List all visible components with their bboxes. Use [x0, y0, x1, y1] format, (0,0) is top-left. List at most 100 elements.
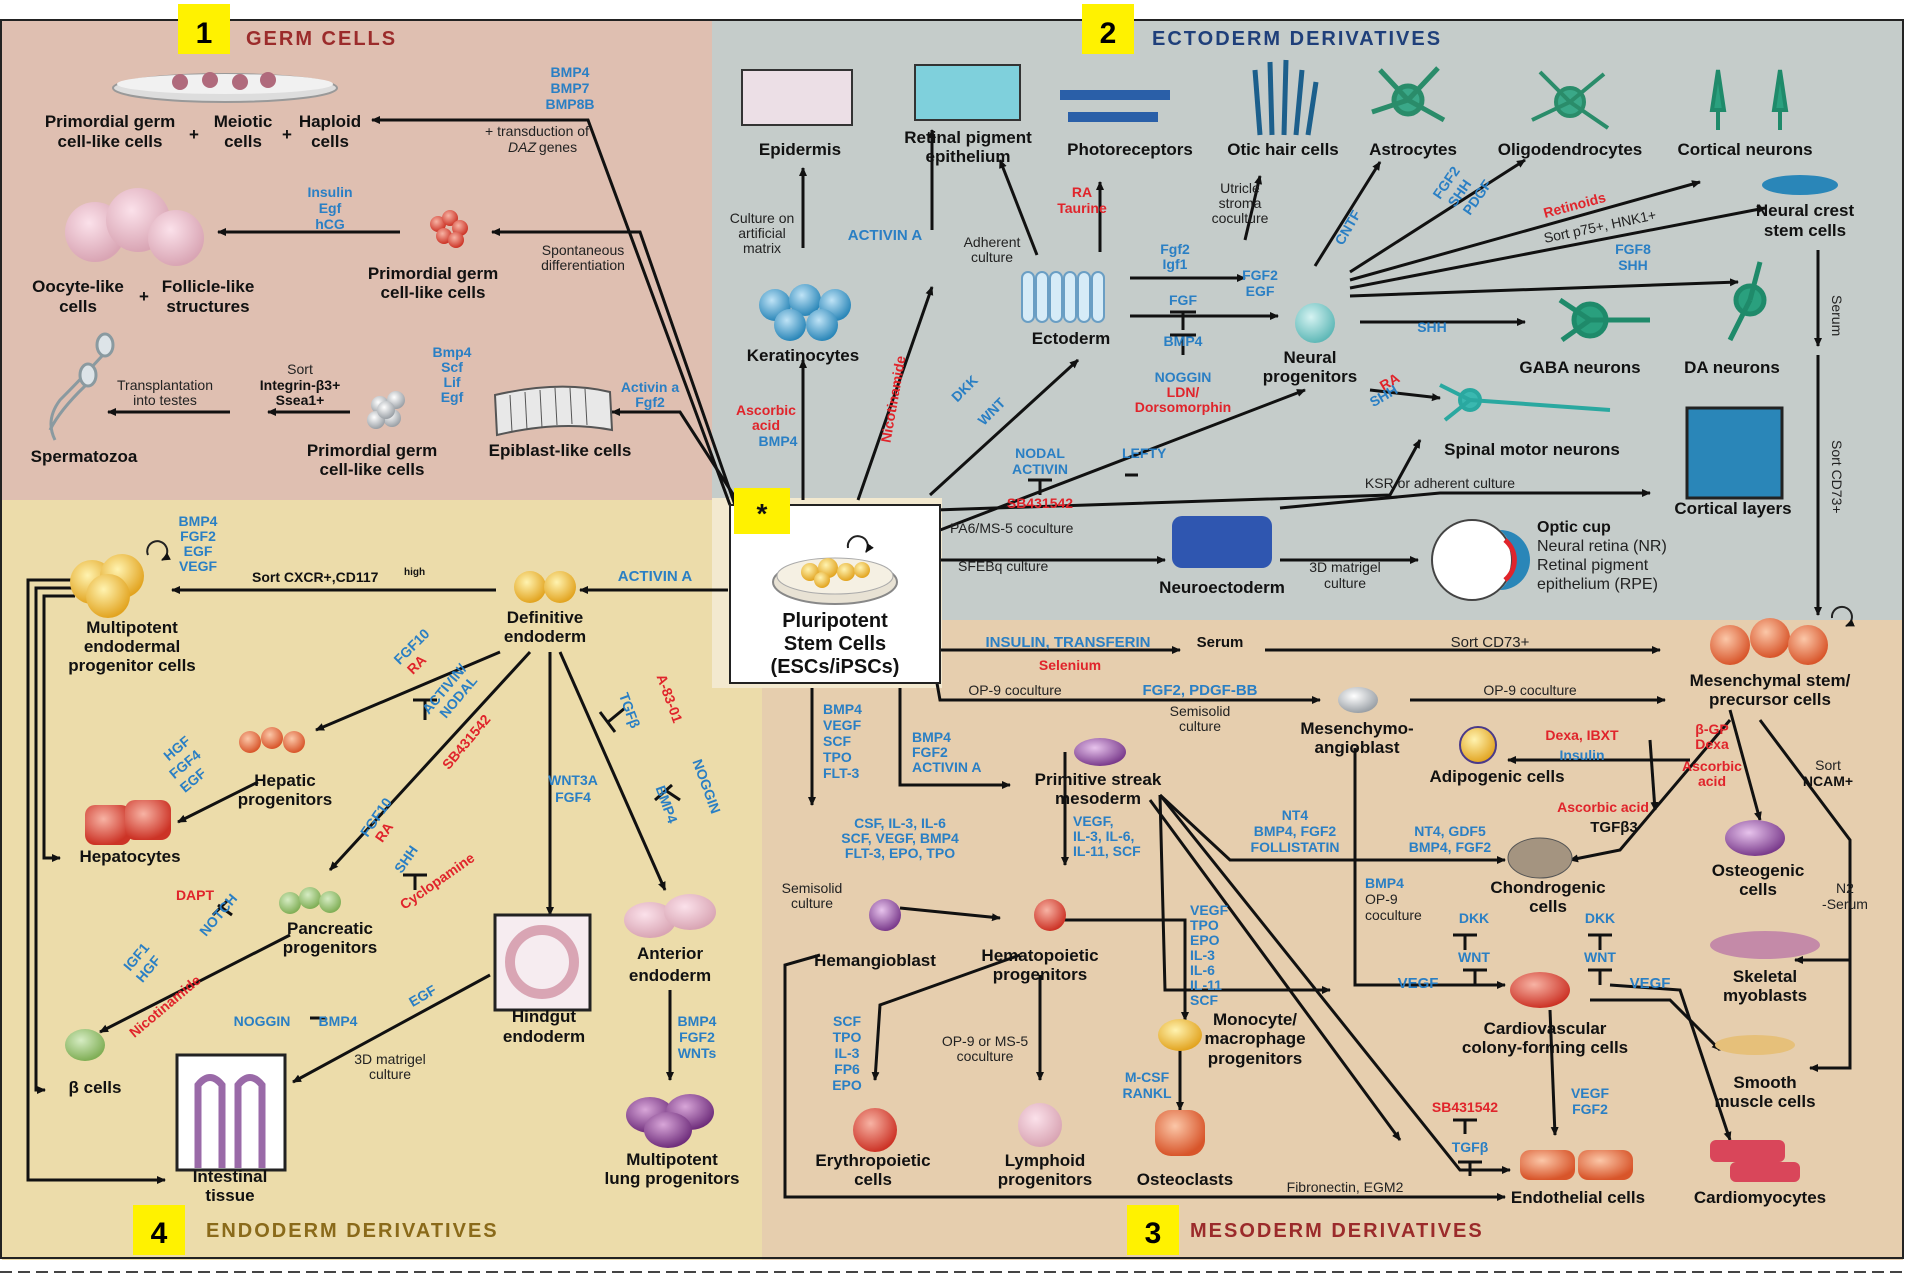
astrocyte-icon	[1371, 66, 1446, 123]
svg-text:FGF2, PDGF-BB: FGF2, PDGF-BB	[1143, 682, 1258, 699]
svg-text:TPO: TPO	[833, 1029, 862, 1045]
lymphoid-icon	[1018, 1103, 1062, 1147]
svg-text:culture: culture	[1179, 718, 1221, 734]
svg-text:stem cells: stem cells	[1764, 221, 1846, 240]
svg-text:NT4, GDF5: NT4, GDF5	[1414, 823, 1486, 839]
svg-text:Sort CD73+: Sort CD73+	[1829, 440, 1845, 514]
svg-text:acid: acid	[752, 417, 780, 433]
svg-text:matrix: matrix	[743, 240, 781, 256]
center-dish-icon	[729, 504, 941, 684]
svg-text:RA: RA	[1072, 184, 1092, 200]
optic-cup-labels: Optic cup Neural retina (NR) Retinal pig…	[1537, 519, 1667, 593]
rpe-icon	[914, 64, 1021, 121]
arrows	[26, 116, 1852, 1201]
svg-text:Ascorbic acid: Ascorbic acid	[1557, 799, 1649, 815]
svg-text:FGF2: FGF2	[180, 528, 216, 544]
spermatozoa-icon	[48, 332, 115, 441]
svg-text:N2: N2	[1836, 880, 1854, 896]
hepatocyte-icon	[85, 800, 171, 845]
svg-text:FGF2: FGF2	[1572, 1101, 1608, 1117]
svg-text:Cortical layers: Cortical layers	[1674, 499, 1791, 518]
svg-text:Follicle-like: Follicle-like	[162, 277, 255, 296]
svg-text:culture: culture	[791, 895, 833, 911]
svg-text:Fgf2: Fgf2	[635, 394, 665, 410]
svg-text:Primitive streak: Primitive streak	[1035, 770, 1162, 789]
intestinal-icon	[175, 1053, 287, 1172]
svg-text:SCF: SCF	[1190, 992, 1218, 1008]
svg-text:acid: acid	[1698, 773, 1726, 789]
svg-text:+: +	[282, 125, 292, 144]
svg-text:SB431542: SB431542	[1007, 495, 1073, 511]
svg-text:BMP4: BMP4	[759, 433, 798, 449]
svg-text:Meiotic: Meiotic	[214, 112, 273, 131]
ectoderm-icon	[1021, 271, 1105, 323]
svg-text:precursor cells: precursor cells	[1709, 690, 1831, 709]
svg-text:VEGF: VEGF	[1190, 902, 1229, 918]
svg-text:cells: cells	[311, 132, 349, 151]
svg-text:ACTIVIN A: ACTIVIN A	[848, 227, 923, 244]
svg-text:cells: cells	[1529, 897, 1567, 916]
svg-text:Osteogenic: Osteogenic	[1712, 861, 1805, 880]
svg-text:Semisolid: Semisolid	[782, 880, 843, 896]
svg-text:OP-9 or MS-5: OP-9 or MS-5	[942, 1033, 1029, 1049]
lung-progenitor-icon	[626, 1094, 714, 1148]
star-badge	[734, 488, 790, 534]
mesangioblast-icon	[1338, 687, 1378, 713]
svg-text:progenitors: progenitors	[1263, 367, 1357, 386]
svg-text:DA neurons: DA neurons	[1684, 358, 1780, 377]
svg-text:EGF: EGF	[1246, 283, 1275, 299]
svg-text:Retinal pigment: Retinal pigment	[1537, 557, 1649, 574]
skeletal-myoblast-icon	[1710, 931, 1820, 959]
svg-text:Pancreatic: Pancreatic	[287, 919, 373, 938]
svg-text:Primordial germ: Primordial germ	[45, 112, 175, 131]
svg-text:Endothelial cells: Endothelial cells	[1511, 1188, 1645, 1207]
svg-text:FP6: FP6	[834, 1061, 860, 1077]
optic-cup-icon	[1431, 519, 1530, 601]
svg-text:VEGF: VEGF	[179, 558, 218, 574]
svg-text:Bmp4: Bmp4	[433, 344, 472, 360]
svg-text:IL-11: IL-11	[1190, 977, 1222, 993]
svg-text:Neural retina (NR): Neural retina (NR)	[1537, 538, 1667, 555]
svg-text:Hematopoietic: Hematopoietic	[981, 946, 1098, 965]
hepatic-icon	[239, 727, 305, 753]
svg-text:Sort CD73+: Sort CD73+	[1451, 634, 1530, 651]
svg-text:Astrocytes: Astrocytes	[1369, 140, 1457, 159]
svg-text:M-CSF: M-CSF	[1125, 1069, 1170, 1085]
svg-text:Skeletal: Skeletal	[1733, 967, 1797, 986]
svg-text:Dexa: Dexa	[1695, 736, 1729, 752]
svg-text:Optic cup: Optic cup	[1537, 519, 1611, 536]
star-label: *	[757, 498, 768, 529]
svg-text:Osteoclasts: Osteoclasts	[1137, 1170, 1233, 1189]
svg-text:Ascorbic: Ascorbic	[1682, 758, 1742, 774]
svg-text:Erythropoietic: Erythropoietic	[815, 1151, 930, 1170]
oligodendrocyte-icon	[1531, 70, 1610, 130]
svg-text:progenitors: progenitors	[993, 965, 1087, 984]
svg-text:coculture: coculture	[957, 1048, 1014, 1064]
svg-text:Scf: Scf	[441, 359, 463, 375]
svg-text:coculture: coculture	[1212, 210, 1269, 226]
keratinocyte-icon	[759, 284, 851, 341]
svg-text:myoblasts: myoblasts	[1723, 986, 1807, 1005]
cortical-neuron-icon	[1709, 69, 1789, 130]
cardiomyocyte-icon	[1710, 1140, 1800, 1182]
svg-text:TGFβ: TGFβ	[1452, 1139, 1489, 1155]
svg-text:structures: structures	[166, 297, 249, 316]
anterior-endoderm-icon	[624, 894, 716, 938]
svg-text:Ectoderm: Ectoderm	[1032, 329, 1110, 348]
svg-text:BMP7: BMP7	[551, 80, 590, 96]
svg-text:Spontaneous: Spontaneous	[542, 242, 625, 258]
svg-text:BMP4, FGF2: BMP4, FGF2	[1254, 823, 1337, 839]
svg-text:BMP4: BMP4	[179, 513, 218, 529]
svg-text:BMP4: BMP4	[678, 1013, 717, 1029]
svg-text:colony-forming cells: colony-forming cells	[1462, 1038, 1628, 1057]
svg-text:IL-11, SCF: IL-11, SCF	[1073, 843, 1141, 859]
otic-hair-icon	[1252, 59, 1319, 136]
svg-text:Oocyte-like: Oocyte-like	[32, 277, 124, 296]
svg-text:IL-3: IL-3	[835, 1045, 860, 1061]
neural-progenitor-icon	[1295, 303, 1335, 343]
svg-text:RANKL: RANKL	[1123, 1085, 1172, 1101]
endo-title: ENDODERM DERIVATIVES	[206, 1220, 499, 1242]
svg-text:BMP4: BMP4	[1164, 333, 1203, 349]
svg-text:ACTIVIN A: ACTIVIN A	[912, 759, 981, 775]
svg-text:Fgf2: Fgf2	[1160, 241, 1190, 257]
